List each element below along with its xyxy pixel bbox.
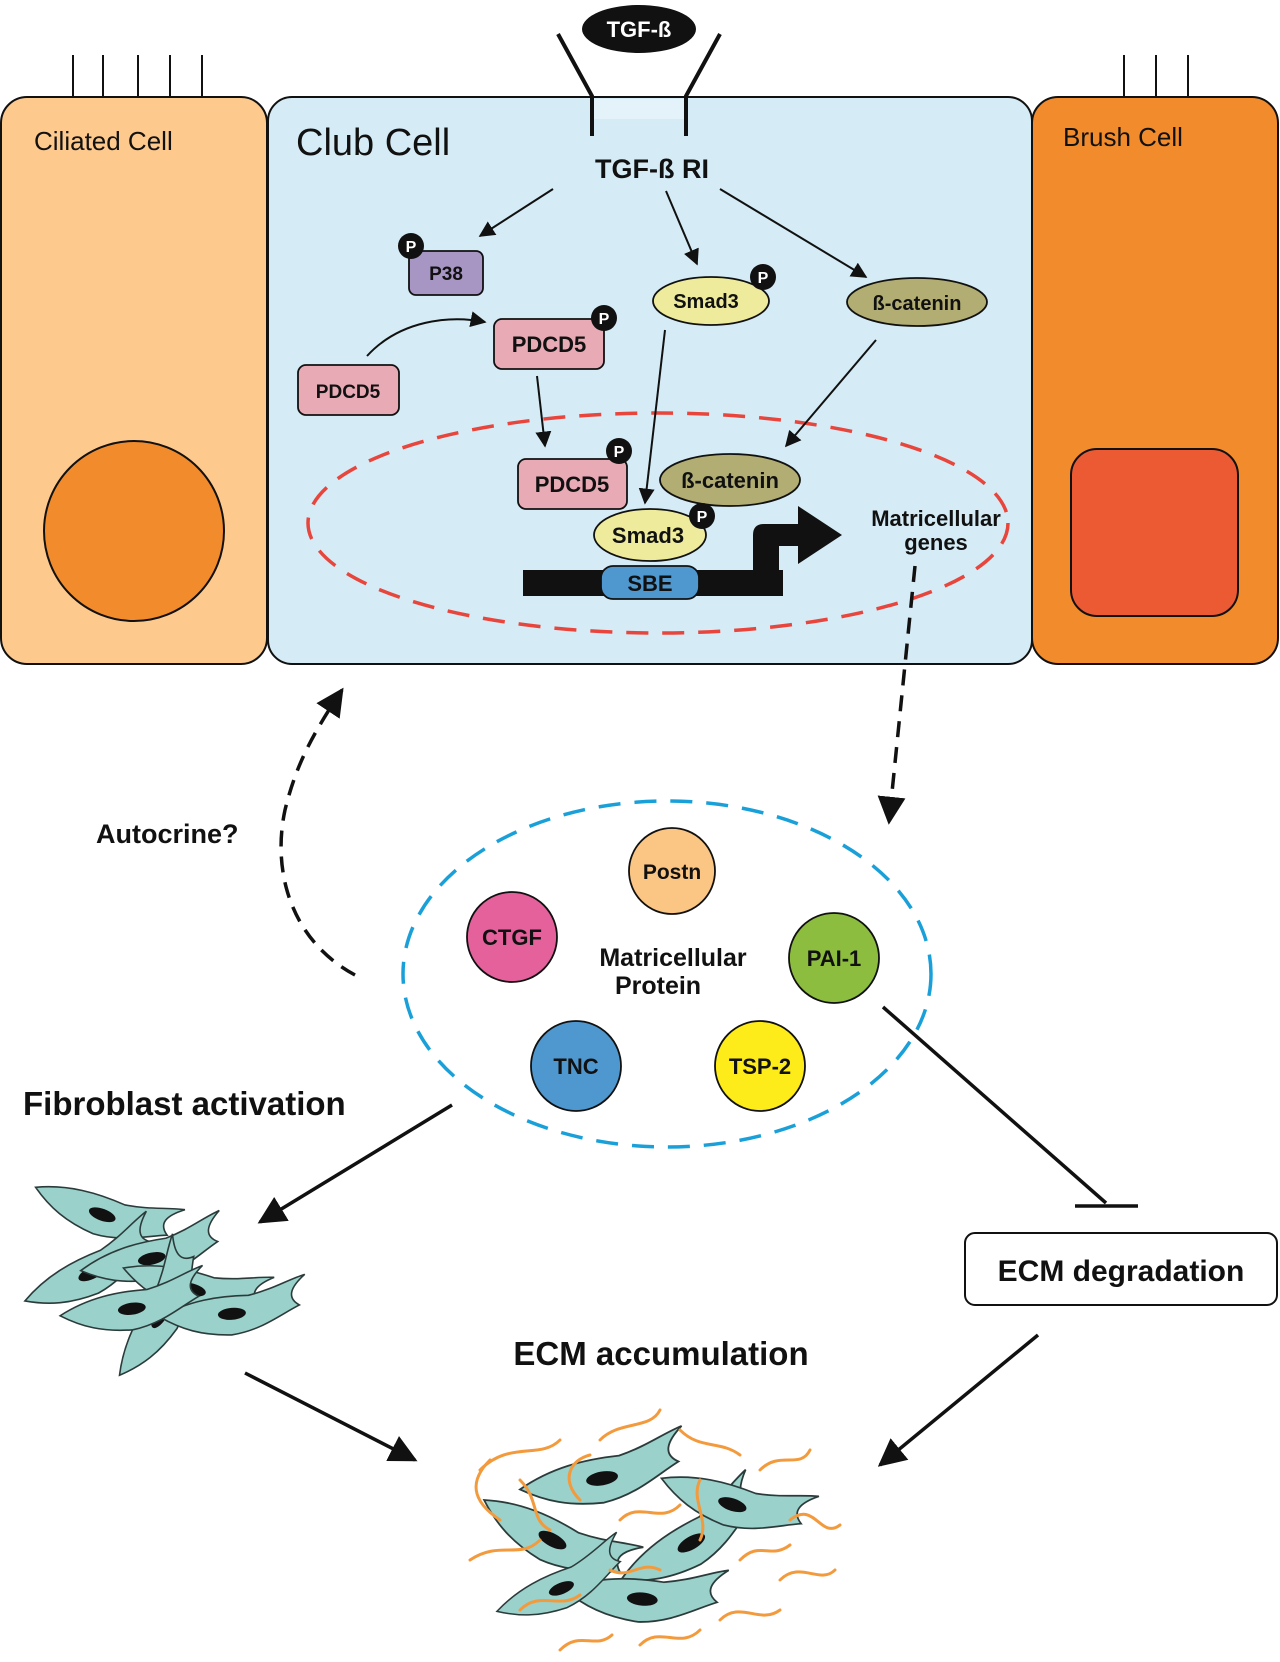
tgf-beta-ligand-label: TGF-ß bbox=[607, 17, 672, 42]
fibroblast-to-ecm-arrow bbox=[244, 1371, 418, 1462]
phospho-smad3-label: P bbox=[758, 270, 769, 287]
pai1-circle bbox=[788, 912, 880, 1004]
genes-label-1: Matricellular bbox=[871, 506, 1001, 531]
pdcd5-phos-box bbox=[493, 318, 605, 370]
receptor-channel bbox=[591, 99, 686, 119]
tnc-circle bbox=[530, 1020, 622, 1112]
tnc-label: TNC bbox=[553, 1054, 598, 1079]
smad3-nuc bbox=[593, 508, 707, 562]
bcatenin-nuc bbox=[659, 453, 801, 507]
phospho-p38 bbox=[398, 233, 424, 259]
postn-circle bbox=[628, 827, 716, 915]
fibroblast-activation-label: Fibroblast activation bbox=[23, 1085, 346, 1122]
pdcd5-cyto-box bbox=[297, 364, 400, 416]
matricellular-vesicle bbox=[401, 799, 933, 1149]
club-cell-label: Club Cell bbox=[296, 122, 450, 164]
transcription-arrow bbox=[753, 506, 842, 596]
receptor-left-arm bbox=[556, 33, 594, 136]
autocrine-arrow bbox=[279, 687, 356, 977]
autocrine-label: Autocrine? bbox=[96, 819, 239, 849]
ciliated-cilia bbox=[72, 55, 203, 97]
phospho-pdcd5-nuc bbox=[606, 438, 632, 464]
bcatenin-cyto-label: ß-catenin bbox=[873, 293, 962, 315]
secretion-arrow bbox=[877, 565, 917, 825]
p38-box bbox=[408, 250, 484, 296]
phospho-pdcd5-nuc-label: P bbox=[614, 444, 625, 461]
smad3-cyto-label: Smad3 bbox=[673, 291, 739, 313]
p38-label: P38 bbox=[429, 264, 463, 285]
pdcd5-phos-label: PDCD5 bbox=[512, 332, 587, 357]
ctgf-circle bbox=[466, 891, 558, 983]
matricellular-label-2: Protein bbox=[615, 972, 701, 1000]
activated-fibroblasts bbox=[11, 1158, 311, 1389]
ciliated-cell-nucleus bbox=[43, 440, 225, 622]
sbe-box bbox=[600, 565, 700, 600]
pdcd5-cyto-label: PDCD5 bbox=[316, 382, 381, 403]
phospho-smad3-nuc bbox=[689, 503, 715, 529]
tsp2-circle bbox=[714, 1020, 806, 1112]
ctgf-label: CTGF bbox=[482, 925, 542, 950]
brush-microvilli bbox=[1123, 55, 1189, 97]
tgf-beta-ligand bbox=[582, 5, 696, 53]
phospho-smad3-nuc-label: P bbox=[697, 509, 708, 526]
ciliated-cell-label: Ciliated Cell bbox=[34, 126, 173, 156]
ecm-degradation-label: ECM degradation bbox=[998, 1255, 1245, 1288]
postn-label: Postn bbox=[643, 861, 701, 884]
pdcd5-nuc-label: PDCD5 bbox=[535, 472, 610, 497]
phospho-pdcd5-label: P bbox=[599, 311, 610, 328]
inhibition-line bbox=[881, 1005, 1108, 1205]
pdcd5-nuc-box bbox=[517, 458, 628, 510]
bcatenin-nuc-label: ß-catenin bbox=[681, 468, 779, 493]
smad3-nuc-label: Smad3 bbox=[612, 523, 684, 548]
pai1-label: PAI-1 bbox=[807, 946, 862, 971]
degradation-to-ecm-arrow bbox=[877, 1333, 1040, 1467]
brush-cell-label: Brush Cell bbox=[1063, 122, 1183, 152]
tsp2-label: TSP-2 bbox=[729, 1054, 791, 1079]
receptor-label: TGF-ß RI bbox=[595, 154, 709, 184]
bcatenin-cyto bbox=[846, 277, 988, 327]
receptor-right-arm bbox=[684, 33, 722, 136]
genes-label-2: genes bbox=[904, 530, 968, 555]
brush-cell-nucleus bbox=[1070, 448, 1239, 617]
phospho-smad3 bbox=[750, 264, 776, 290]
signaling-arrows bbox=[366, 188, 877, 505]
smad3-cyto bbox=[652, 276, 770, 326]
ecm-degradation-box bbox=[964, 1232, 1278, 1306]
activation-arrow bbox=[257, 1103, 453, 1224]
club-nucleus bbox=[306, 411, 1010, 635]
ecm-accumulation-label: ECM accumulation bbox=[513, 1335, 808, 1372]
phospho-p38-label: P bbox=[406, 239, 417, 256]
sbe-label: SBE bbox=[627, 571, 672, 596]
ecm-accumulation-cluster bbox=[468, 1408, 842, 1652]
matricellular-label-1: Matricellular bbox=[599, 944, 747, 972]
phospho-pdcd5 bbox=[591, 305, 617, 331]
